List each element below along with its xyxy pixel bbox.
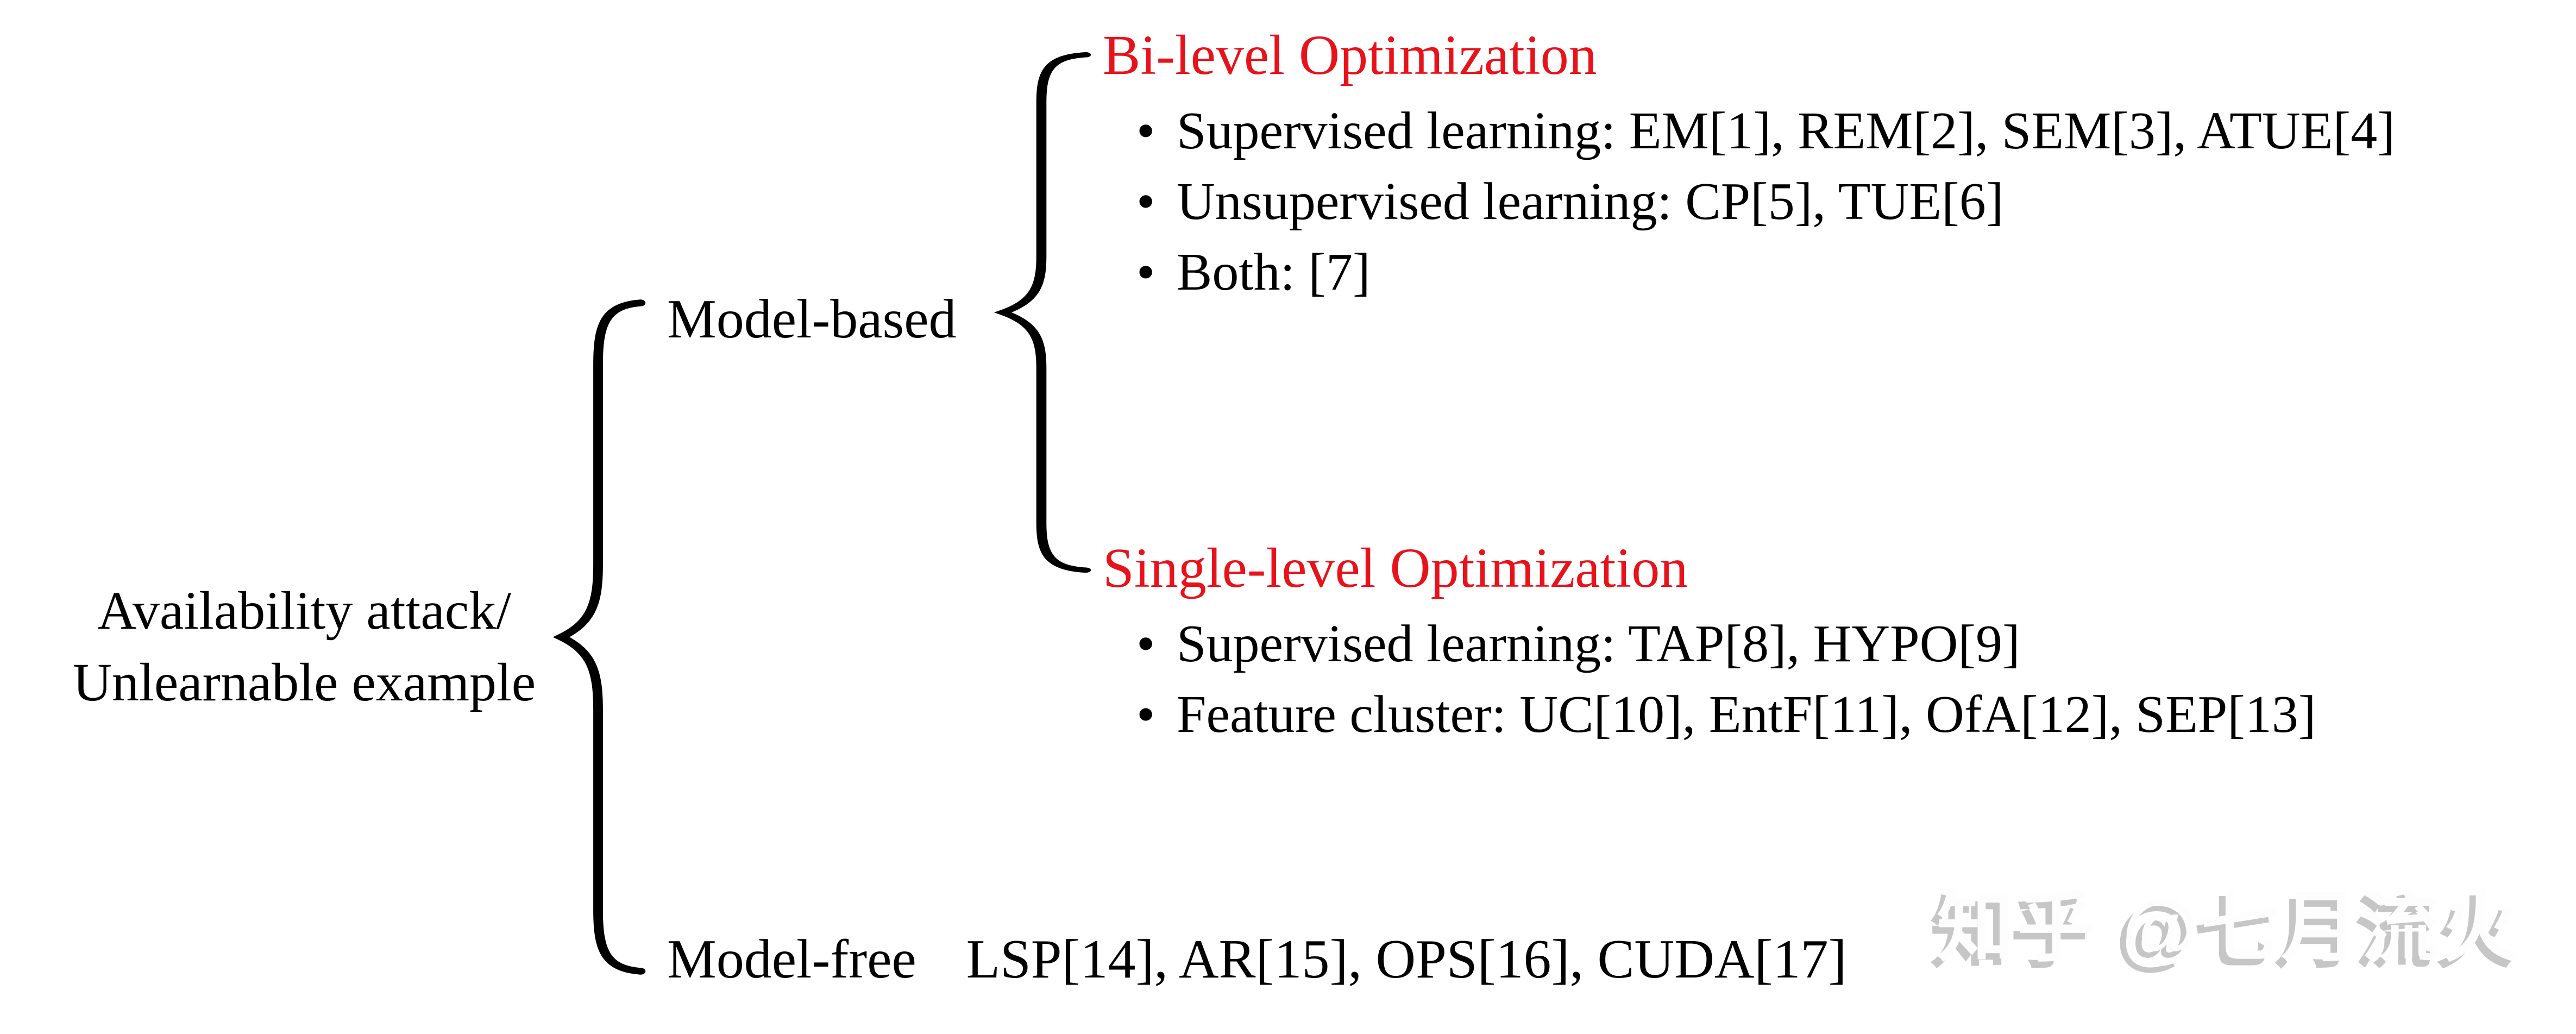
section-bilevel-optimization: Bi-level Optimization • Supervised learn… <box>1103 22 2395 308</box>
model-free-row: Model-free LSP[14], AR[15], OPS[16], CUD… <box>667 924 1846 995</box>
bullet-icon: • <box>1136 615 1155 673</box>
node-model-free: Model-free <box>667 929 916 990</box>
bullet-text: Feature cluster: UC[10], EntF[11], OfA[1… <box>1177 685 2316 744</box>
node-model-based: Model-based <box>667 289 957 350</box>
watermark: 知乎 @七月流火 <box>1937 885 2522 971</box>
curly-brace-model-based <box>994 52 1091 573</box>
root-label: Availability attack/ Unlearnable example <box>41 575 568 718</box>
bullet-icon: • <box>1136 172 1155 231</box>
section-singlelevel-optimization: Single-level Optimization • Supervised l… <box>1103 535 2316 750</box>
list-item: • Both: [7] <box>1103 237 2395 308</box>
curly-brace-root <box>552 299 646 975</box>
bullet-icon: • <box>1136 102 1155 160</box>
list-item: • Unsupervised learning: CP[5], TUE[6] <box>1103 166 2395 237</box>
root-label-line1: Availability attack/ <box>97 580 511 641</box>
bullet-text: Unsupervised learning: CP[5], TUE[6] <box>1177 172 2004 231</box>
list-item: • Supervised learning: EM[1], REM[2], SE… <box>1103 96 2395 166</box>
bullet-icon: • <box>1136 243 1155 302</box>
section-title-bilevel: Bi-level Optimization <box>1103 24 1597 86</box>
list-item: • Supervised learning: TAP[8], HYPO[9] <box>1103 609 2316 679</box>
bilevel-bullet-list: • Supervised learning: EM[1], REM[2], SE… <box>1103 96 2395 308</box>
bullet-icon: • <box>1136 685 1155 744</box>
bullet-text: Supervised learning: EM[1], REM[2], SEM[… <box>1177 102 2395 160</box>
model-free-methods: LSP[14], AR[15], OPS[16], CUDA[17] <box>966 929 1847 990</box>
list-item: • Feature cluster: UC[10], EntF[11], OfA… <box>1103 679 2316 750</box>
section-title-singlelevel: Single-level Optimization <box>1103 537 1688 599</box>
bullet-text: Both: [7] <box>1177 243 1371 302</box>
root-label-line2: Unlearnable example <box>72 652 536 712</box>
singlelevel-bullet-list: • Supervised learning: TAP[8], HYPO[9] •… <box>1103 609 2316 750</box>
bullet-text: Supervised learning: TAP[8], HYPO[9] <box>1177 615 2020 673</box>
